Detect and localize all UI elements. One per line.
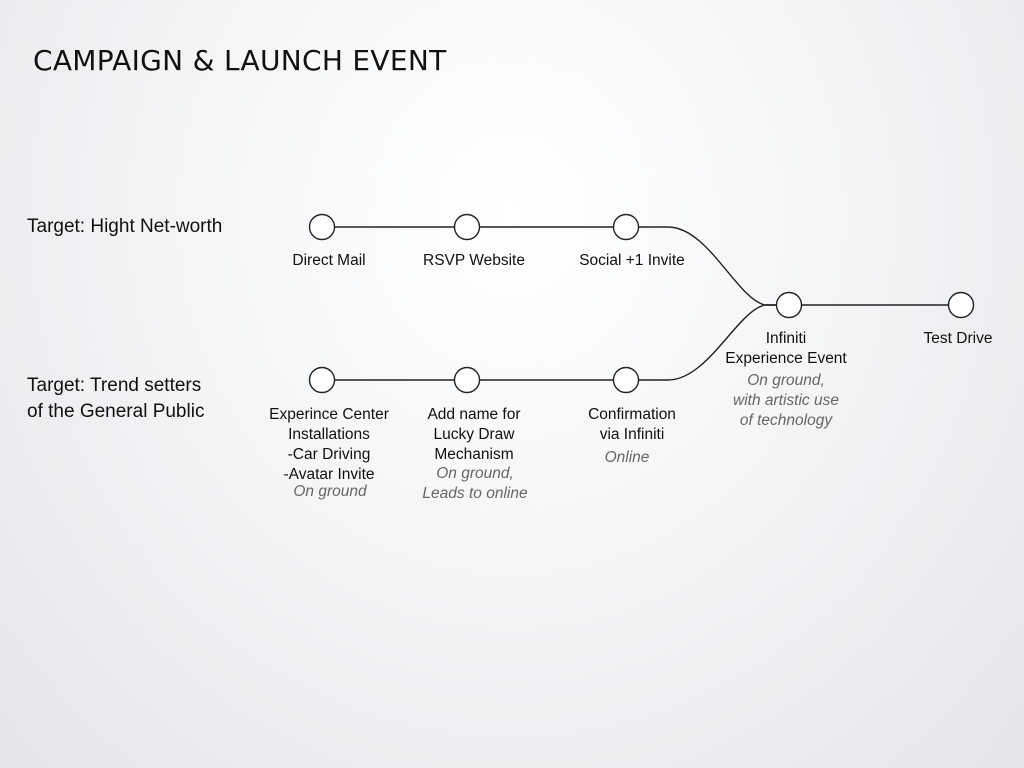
node-label-line: Infiniti <box>765 330 807 347</box>
node-label-line: Experince Center <box>269 406 389 423</box>
node-note-line: Leads to online <box>422 485 528 502</box>
node-label-confirmation: Confirmation via Infiniti <box>588 405 676 445</box>
node-label-line: via Infiniti <box>599 426 665 443</box>
node-note-experience-center: On ground <box>293 482 366 502</box>
node-note-line: Online <box>604 449 650 466</box>
node-label-line: Social +1 Invite <box>579 252 685 269</box>
node-label-line: Experience Event <box>725 350 847 367</box>
node-label-line: Test Drive <box>923 330 993 347</box>
node-label-line: Add name for <box>427 406 521 423</box>
node-experience-center <box>308 366 336 394</box>
node-direct-mail <box>308 213 336 241</box>
node-note-experience-event: On ground, with artistic use of technology <box>733 371 839 431</box>
node-note-line: On ground, <box>436 465 514 482</box>
flow-connectors <box>334 226 949 381</box>
flow-nodes <box>308 213 975 394</box>
node-label-line: -Car Driving <box>287 446 371 463</box>
node-social-invite <box>612 213 640 241</box>
node-label-line: -Avatar Invite <box>283 466 375 483</box>
node-label-line: RSVP Website <box>423 252 525 269</box>
node-label-direct-mail: Direct Mail <box>292 251 365 271</box>
node-note-lucky-draw: On ground, Leads to online <box>422 464 527 504</box>
node-rsvp-website <box>453 213 481 241</box>
target-label-line: Target: Hight Net-worth <box>27 216 223 237</box>
node-label-line: Lucky Draw <box>433 426 515 443</box>
target-label-line: of the General Public <box>27 401 205 422</box>
node-label-rsvp-website: RSVP Website <box>423 251 525 271</box>
node-experience-event <box>775 291 803 319</box>
node-test-drive <box>947 291 975 319</box>
target-label-trend-setters: Target: Trend setters of the General Publ… <box>27 373 204 425</box>
connector-social-invite-to-experience-event <box>638 226 777 306</box>
connector-confirmation-to-experience-event <box>638 304 777 381</box>
node-note-confirmation: Online <box>605 448 650 468</box>
node-confirmation <box>612 366 640 394</box>
node-note-line: with artistic use <box>733 392 839 409</box>
node-label-test-drive: Test Drive <box>924 329 993 349</box>
node-note-line: On ground <box>293 483 367 500</box>
node-label-line: Direct Mail <box>292 252 366 269</box>
target-label-line: Target: Trend setters <box>27 375 202 396</box>
node-note-line: of technology <box>739 412 833 429</box>
target-label-high-net-worth: Target: Hight Net-worth <box>27 214 222 240</box>
node-note-line: On ground, <box>747 372 825 389</box>
node-lucky-draw <box>453 366 481 394</box>
slide-title: CAMPAIGN & LAUNCH EVENT <box>33 44 447 77</box>
node-label-line: Mechanism <box>434 446 514 463</box>
node-label-line: Installations <box>288 426 370 443</box>
node-label-line: Confirmation <box>588 406 676 423</box>
node-label-social-invite: Social +1 Invite <box>579 251 685 271</box>
